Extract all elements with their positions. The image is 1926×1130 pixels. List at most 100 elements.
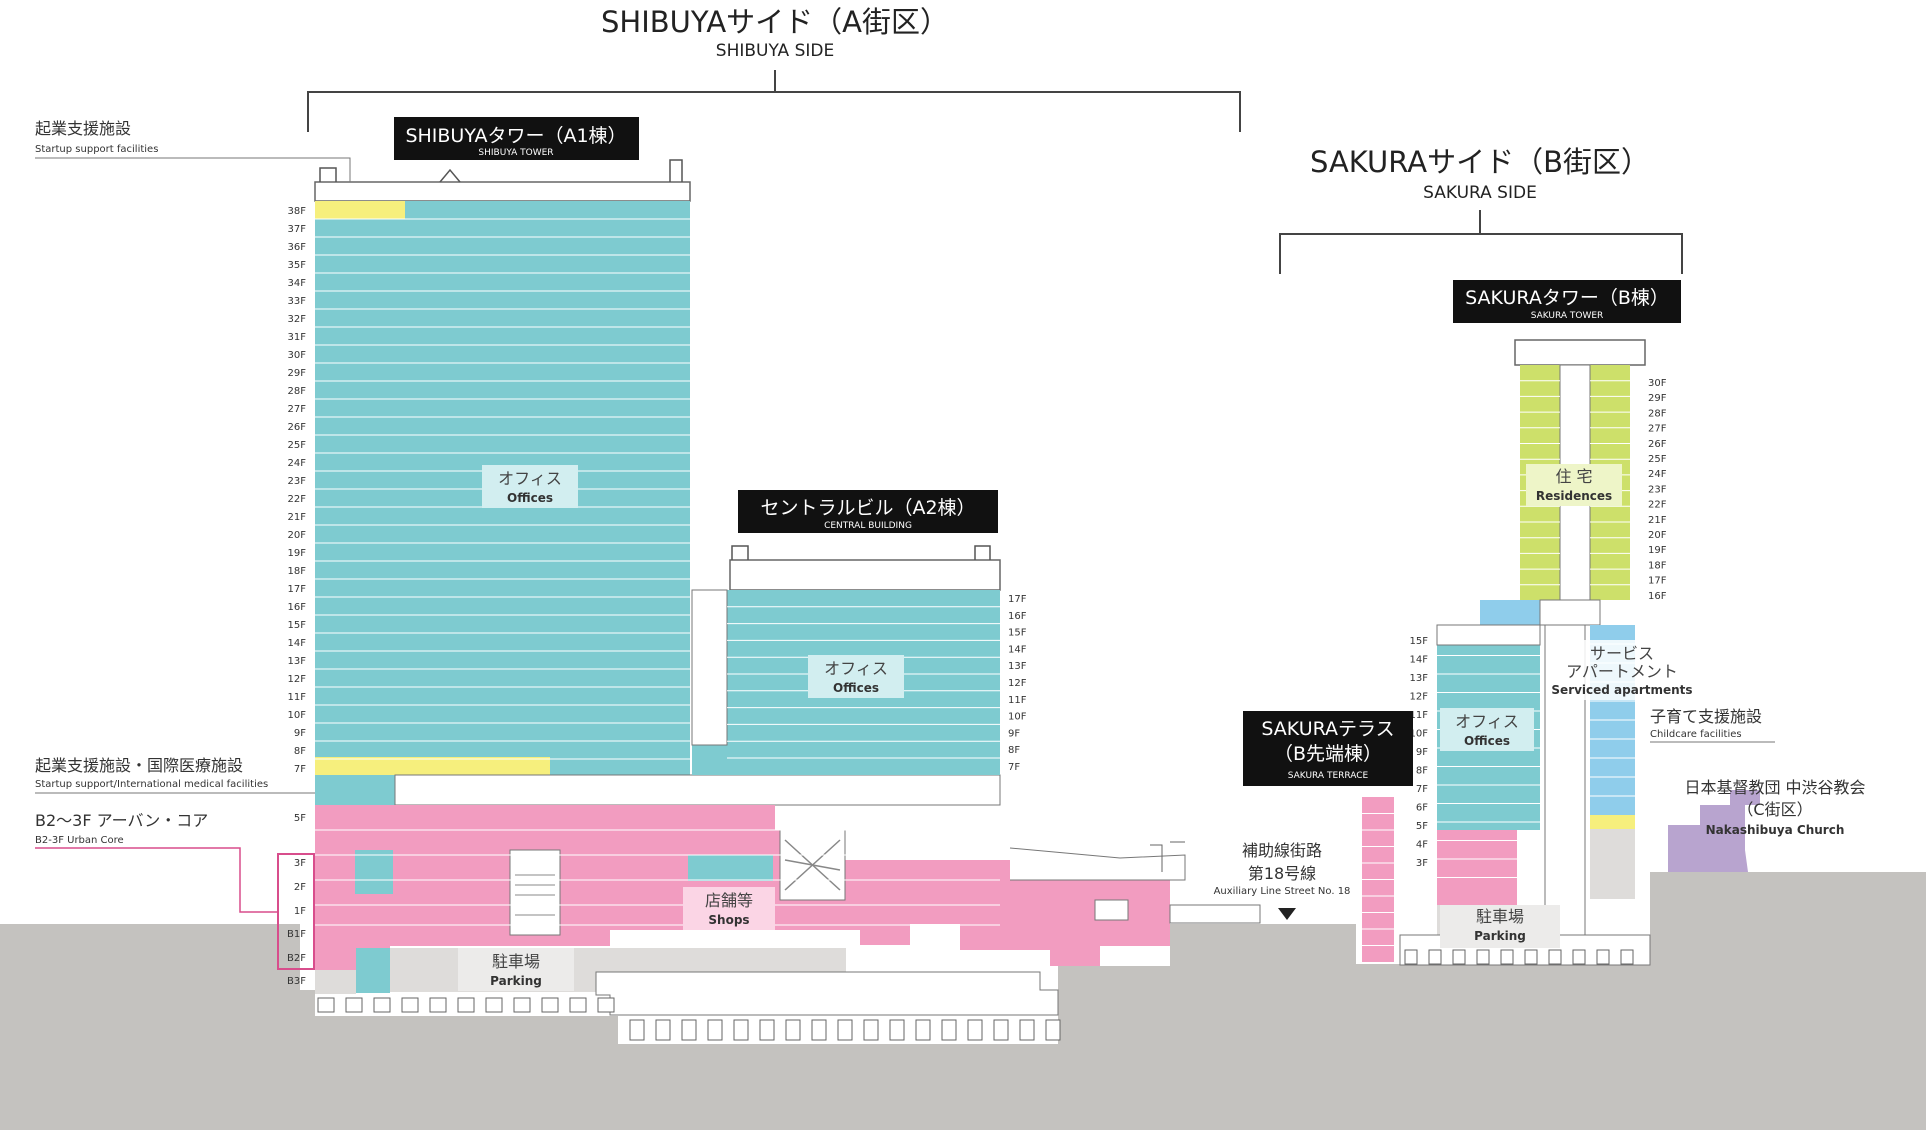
escalator-void [509, 849, 561, 936]
a2-name-en: CENTRAL BUILDING [824, 521, 912, 531]
foundation-block [597, 997, 615, 1013]
foundation-a [317, 997, 1061, 1041]
sakura-side-subtitle: SAKURA SIDE [1423, 183, 1537, 203]
b-name-en: SAKURA TOWER [1531, 311, 1604, 321]
floor-label: 17F [1008, 594, 1027, 605]
floor-label: 19F [288, 548, 307, 559]
floor-label: 9F [1416, 747, 1428, 758]
childcare-note-en: Childcare facilities [1650, 729, 1742, 740]
foundation-block [1500, 949, 1514, 965]
floor-label: 5F [294, 813, 306, 824]
floor-label: 7F [1008, 762, 1020, 773]
floor-label: 27F [288, 404, 307, 415]
bt-name-tag-bg [1243, 711, 1413, 786]
floor-label: 3F [1416, 858, 1428, 869]
floor-label: 8F [294, 746, 306, 757]
foundation-block [1524, 949, 1538, 965]
floor-label: 28F [288, 386, 307, 397]
floor-label: 13F [1008, 661, 1027, 672]
floor-label: 13F [1410, 673, 1429, 684]
serviced-jp2: アパートメント [1566, 662, 1678, 681]
floor-label: 10F [1410, 729, 1429, 740]
foundation-block [1428, 949, 1442, 965]
bt-name-line2: （B先端棟） [1274, 743, 1382, 765]
foundation-block [1404, 949, 1418, 965]
startup-note-jp: 起業支援施設 [35, 119, 131, 138]
a-podium [315, 805, 1261, 1041]
a1-office-label-bg [482, 465, 578, 508]
urban-core-note-jp: B2〜3F アーバン・コア [35, 811, 208, 830]
b-office-jp: オフィス [1455, 712, 1519, 731]
floor-label: 2F [294, 882, 306, 893]
floor-label: 12F [288, 674, 307, 685]
foundation-block [811, 1019, 827, 1041]
residences-en: Residences [1536, 489, 1612, 503]
a2-name-tag-bg [738, 490, 998, 533]
serviced-label: サービス アパートメント Serviced apartments [1551, 640, 1695, 700]
sakura-side-bracket [1279, 210, 1683, 274]
ground [0, 872, 1926, 1130]
floor-label: 16F [1648, 591, 1667, 602]
street-note-en: Auxiliary Line Street No. 18 [1214, 886, 1351, 897]
a-podium-office-inset [355, 850, 393, 894]
a1-rooftop-equipment [319, 159, 683, 183]
floor-label: 3F [294, 858, 306, 869]
parking-a-label: 駐車場 Parking [458, 948, 574, 991]
street-level-slab [1169, 904, 1261, 924]
floor-label: 12F [1410, 692, 1429, 703]
floor-label: 20F [288, 530, 307, 541]
floor-label: 12F [1008, 678, 1027, 689]
floor-label: 11F [1410, 710, 1429, 721]
shibuya-side-title: SHIBUYAサイド（A街区） [601, 5, 949, 39]
floor-label: 11F [1008, 695, 1027, 706]
floor-label: 20F [1648, 530, 1667, 541]
floor-label: 15F [1410, 636, 1429, 647]
foundation-block [1596, 949, 1610, 965]
b-lobby-band [1480, 600, 1540, 625]
floor-label: 19F [1648, 545, 1667, 556]
a2-rooftop [729, 559, 1001, 591]
b-name-tag-bg [1453, 280, 1681, 323]
floor-label: 36F [288, 242, 307, 253]
foundation-block [1452, 949, 1466, 965]
a1-name: SHIBUYAタワー（A1棟） [405, 125, 626, 147]
foundation-block [569, 997, 587, 1013]
startup-medical-note-en: Startup support/International medical fa… [35, 779, 268, 790]
b-office-label-bg [1440, 708, 1534, 751]
a-podium-office-inset-2 [688, 855, 773, 881]
floor-label: 18F [1648, 560, 1667, 571]
a2-office-label: オフィス Offices [808, 655, 904, 698]
foundation-block [485, 997, 503, 1013]
parking-zone-a-b1 [356, 948, 846, 972]
floor-label: 9F [1008, 728, 1020, 739]
floor-label: 14F [1008, 644, 1027, 655]
foundation-block [1548, 949, 1562, 965]
bt-name-line1: SAKURAテラス [1261, 718, 1394, 740]
a1-office-en: Offices [507, 491, 553, 505]
floor-label: 26F [288, 422, 307, 433]
foundation-block [915, 1019, 931, 1041]
shops-jp: 店舗等 [705, 891, 753, 910]
floor-label: B3F [287, 976, 306, 987]
a1-name-tag: SHIBUYAタワー（A1棟） SHIBUYA TOWER [394, 117, 639, 160]
floor-label: 17F [288, 584, 307, 595]
b-name-tag: SAKURAタワー（B棟） SAKURA TOWER [1453, 280, 1681, 323]
parking-a-label-bg [458, 948, 574, 991]
foundation-block [1019, 1019, 1035, 1041]
b-office-en: Offices [1464, 734, 1510, 748]
serviced-en: Serviced apartments [1551, 683, 1692, 697]
floor-label: 15F [1008, 628, 1027, 639]
a1-floor-labels: 38F37F36F35F34F33F32F31F30F29F28F27F26F2… [288, 206, 307, 775]
shibuya-side-bracket [307, 70, 1241, 132]
floor-label: 29F [288, 368, 307, 379]
floor-label: 24F [1648, 469, 1667, 480]
floor-label: 30F [1648, 378, 1667, 389]
floor-label: 31F [288, 332, 307, 343]
foundation-block [837, 1019, 853, 1041]
serviced-jp1: サービス [1590, 644, 1654, 663]
b-name: SAKURAタワー（B棟） [1465, 287, 1669, 309]
